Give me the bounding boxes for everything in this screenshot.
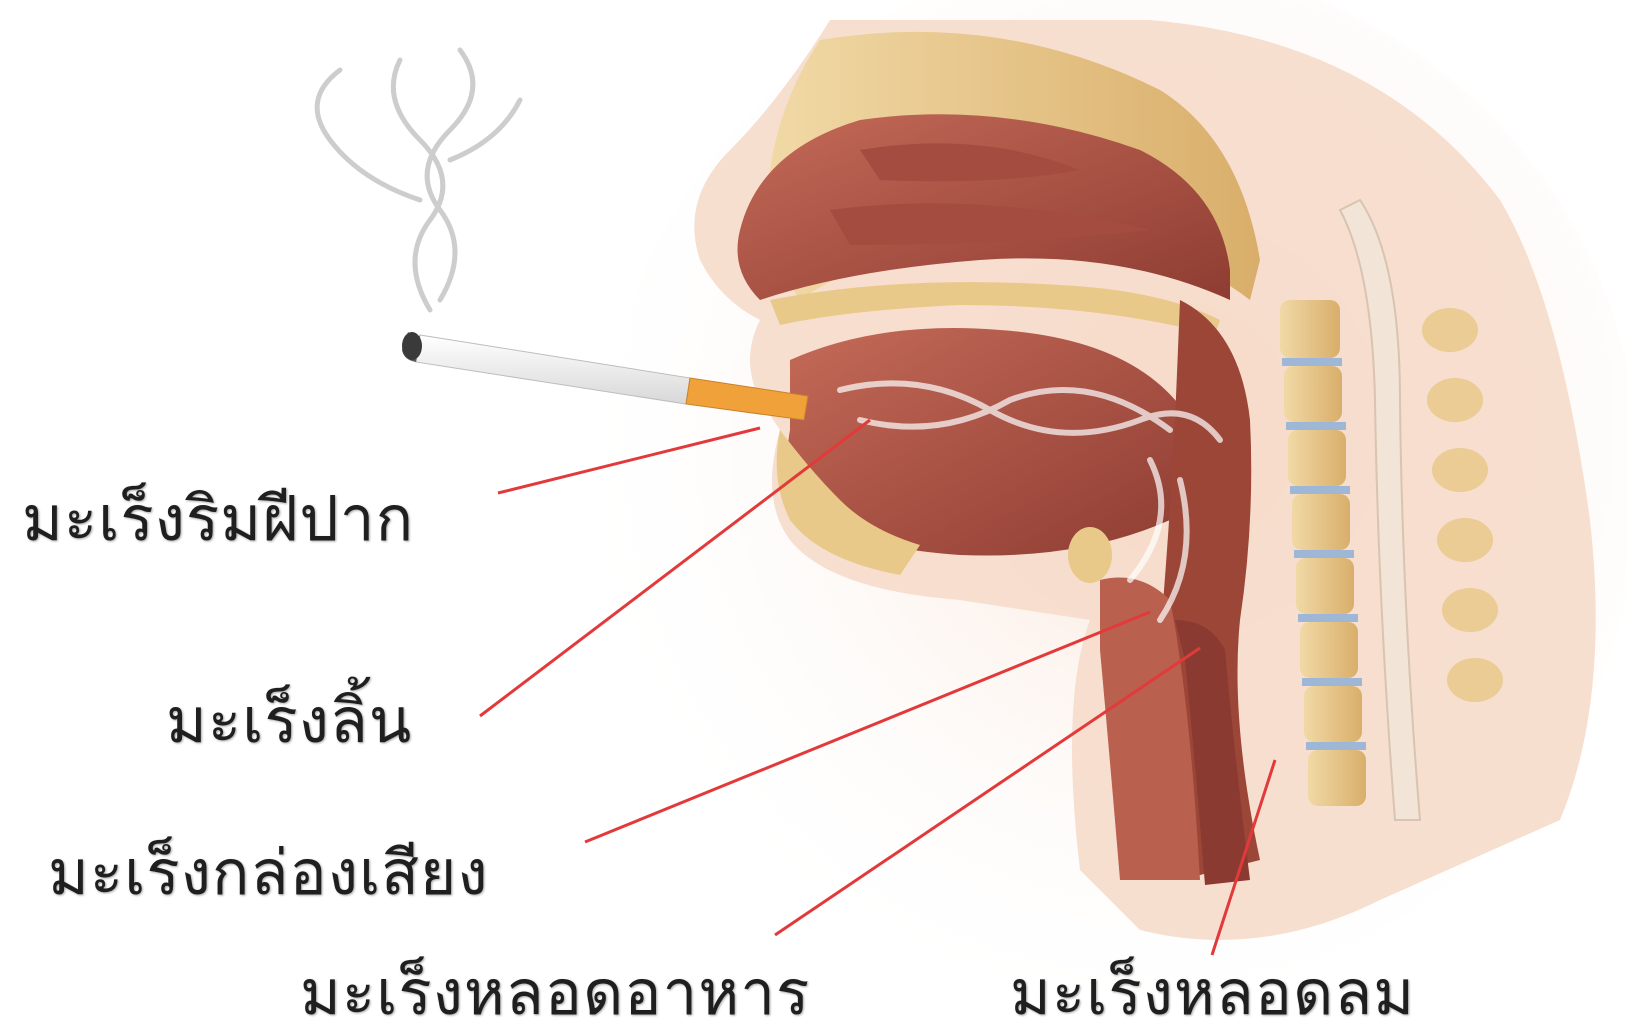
label-lip-cancer: มะเร็งริมฝีปาก xyxy=(22,488,414,550)
label-trachea-cancer: มะเร็งหลอดลม xyxy=(1010,962,1415,1024)
label-tongue-cancer: มะเร็งลิ้น xyxy=(166,690,412,752)
label-esophagus-cancer: มะเร็งหลอดอาหาร xyxy=(300,962,810,1024)
rising-smoke xyxy=(317,50,520,310)
label-larynx-cancer: มะเร็งกล่องเสียง xyxy=(48,842,489,904)
hyoid-bone xyxy=(1068,527,1112,583)
